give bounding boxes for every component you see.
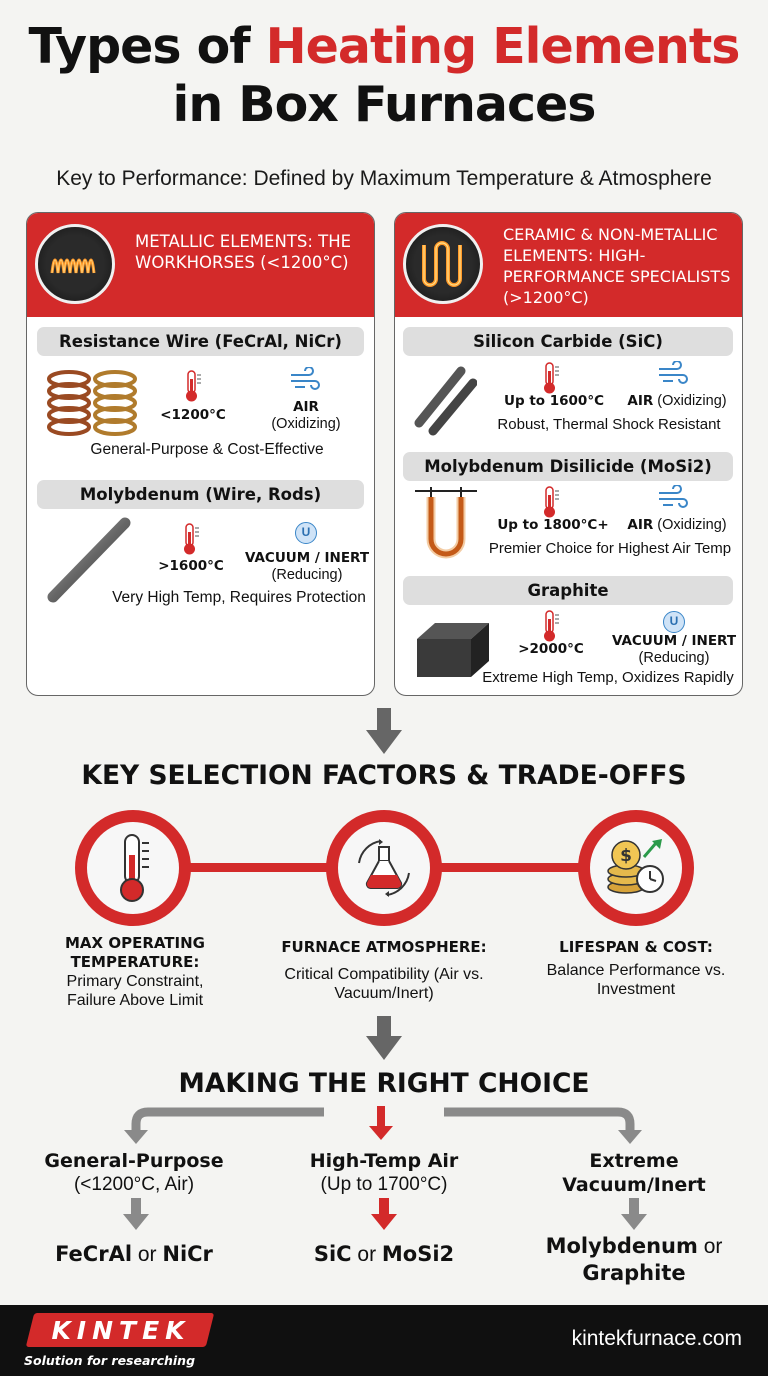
atmosphere-factor-icon	[326, 810, 442, 926]
graphite-desc: Extreme High Temp, Oxidizes Rapidly	[482, 669, 734, 686]
mosi2-desc: Premier Choice for Highest Air Temp	[488, 540, 732, 557]
mosi2-label: Molybdenum Disilicide (MoSi2)	[403, 452, 733, 481]
down-arrow-icon	[366, 1016, 402, 1060]
thermometer-icon	[544, 610, 559, 642]
molybdenum-temp: >1600°C	[158, 558, 224, 574]
thermometer-icon	[186, 370, 201, 402]
wind-icon	[659, 361, 688, 384]
molybdenum-desc: Very High Temp, Requires Protection	[112, 589, 366, 606]
brand-tagline: Solution for researching	[24, 1353, 196, 1368]
svg-text:$: $	[620, 846, 632, 866]
ceramic-panel: CERAMIC & NON-METALLIC ELEMENTS: HIGH-PE…	[394, 212, 743, 696]
branch-arrows	[124, 1106, 642, 1144]
ceramic-header-text: CERAMIC & NON-METALLIC ELEMENTS: HIGH-PE…	[503, 225, 731, 307]
down-arrow-icon	[123, 1198, 149, 1230]
extreme-option: Extreme Vacuum/Inert	[562, 1150, 706, 1196]
rod-icon	[47, 517, 131, 603]
down-arrow-icon	[371, 1198, 397, 1230]
sic-label: Silicon Carbide (SiC)	[403, 327, 733, 356]
temperature-factor-icon	[75, 810, 191, 926]
flask-icon	[358, 839, 410, 897]
vacuum-icon: U	[663, 611, 685, 633]
title-line-2: in Box Furnaces	[172, 76, 597, 133]
mosi2-atmosphere: AIR (Oxidizing)	[627, 517, 727, 533]
metallic-header: METALLIC ELEMENTS: THE WORKHORSES (<1200…	[27, 213, 374, 317]
footer: KINTEK Solution for researching kintekfu…	[0, 1305, 768, 1376]
cost-factor: LIFESPAN & COST: Balance Performance vs.…	[546, 938, 726, 998]
wind-icon	[291, 367, 320, 390]
ceramic-header: CERAMIC & NON-METALLIC ELEMENTS: HIGH-PE…	[395, 213, 742, 317]
glowing-element-icon	[403, 224, 483, 304]
glowing-coil-icon	[35, 224, 115, 304]
molybdenum-label: Molybdenum (Wire, Rods)	[37, 480, 364, 509]
atmosphere-factor: FURNACE ATMOSPHERE: Critical Compatibili…	[281, 938, 487, 1002]
metallic-header-text: METALLIC ELEMENTS: THE WORKHORSES (<1200…	[135, 232, 352, 272]
thermometer-icon	[184, 523, 199, 555]
molybdenum-atmosphere: VACUUM / INERT(Reducing)	[244, 550, 370, 583]
coil-icon	[47, 370, 137, 436]
resistance-wire-temp: <1200°C	[160, 407, 226, 423]
general-purpose-option: General-Purpose (<1200°C, Air)	[44, 1150, 224, 1195]
coins-clock-icon: $	[607, 839, 664, 894]
thermometer-icon	[544, 362, 559, 394]
resistance-wire-atmosphere: AIR(Oxidizing)	[271, 399, 341, 432]
high-temp-air-result: SiC or MoSi2	[313, 1242, 455, 1266]
resistance-wire-label: Resistance Wire (FeCrAl, NiCr)	[37, 327, 364, 356]
down-arrow-icon	[621, 1198, 647, 1230]
sic-desc: Robust, Thermal Shock Resistant	[497, 416, 721, 433]
subtitle: Key to Performance: Defined by Maximum T…	[56, 167, 712, 190]
title-line-1: Types of Heating Elements	[28, 18, 741, 75]
resistance-wire-desc: General-Purpose & Cost-Effective	[90, 441, 324, 458]
sic-atmosphere: AIR (Oxidizing)	[627, 393, 727, 409]
mosi2-temp: Up to 1800°C+	[497, 517, 609, 533]
wind-icon	[659, 485, 688, 508]
sic-temp: Up to 1600°C	[504, 393, 604, 409]
brand-name: KINTEK	[51, 1316, 191, 1345]
high-temp-air-option: High-Temp Air (Up to 1700°C)	[309, 1150, 459, 1195]
metallic-panel: METALLIC ELEMENTS: THE WORKHORSES (<1200…	[26, 212, 375, 696]
u-element-icon	[415, 487, 477, 559]
rods-icon	[414, 366, 477, 436]
thermometer-icon	[544, 486, 559, 518]
factors-heading: KEY SELECTION FACTORS & TRADE-OFFS	[81, 760, 687, 791]
cost-factor-icon: $	[578, 810, 694, 926]
graphite-label: Graphite	[403, 576, 733, 605]
block-icon	[417, 623, 489, 677]
website-link[interactable]: kintekfurnace.com	[571, 1327, 742, 1350]
down-arrow-icon	[366, 708, 402, 754]
vacuum-icon: U	[295, 522, 317, 544]
thermometer-icon	[120, 834, 149, 902]
choice-heading: MAKING THE RIGHT CHOICE	[178, 1068, 590, 1099]
graphite-temp: >2000°C	[518, 641, 584, 657]
graphite-atmosphere: VACUUM / INERT(Reducing)	[611, 633, 737, 666]
general-purpose-result: FeCrAl or NiCr	[55, 1242, 213, 1266]
temperature-factor: MAX OPERATING TEMPERATURE: Primary Const…	[65, 934, 205, 1009]
page-title: Types of Heating Elements in Box Furnace…	[0, 18, 768, 134]
extreme-result: Molybdenum or Graphite	[545, 1234, 723, 1285]
title-highlight: Heating Elements	[265, 18, 741, 75]
